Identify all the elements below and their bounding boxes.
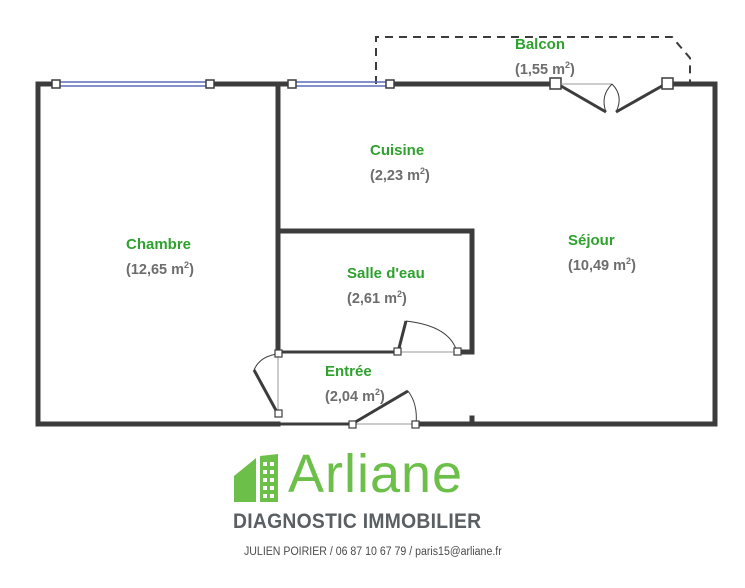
room-name: Entrée xyxy=(325,363,372,380)
room-name: Cuisine xyxy=(370,142,425,159)
brand-name: Arliane xyxy=(288,444,464,504)
bathroom-door xyxy=(393,320,462,356)
floor-plan: Balcon (1,55 m2) Cuisine (2,23 m2) Chamb… xyxy=(35,36,718,429)
balcony-door xyxy=(549,77,674,114)
interior-walls xyxy=(275,81,475,427)
contact-info: JULIEN POIRIER / 06 87 10 67 79 / paris1… xyxy=(244,546,502,558)
room-label-entree: Entrée (2,04 m2) xyxy=(325,363,385,406)
room-name: Salle d'eau xyxy=(347,265,425,282)
bedroom-door xyxy=(252,349,283,418)
room-area: (10,49 m2) xyxy=(568,256,636,274)
room-area: (2,61 m2) xyxy=(347,289,407,307)
brand-logo: Arliane xyxy=(234,444,544,504)
exterior-walls xyxy=(35,81,718,427)
room-area: (2,04 m2) xyxy=(325,387,385,405)
windows xyxy=(56,81,390,87)
brand-tagline: DIAGNOSTIC IMMOBILIER xyxy=(233,510,482,533)
floor-plan-drawing xyxy=(35,36,718,429)
room-area: (1,55 m2) xyxy=(515,60,575,78)
room-name: Chambre xyxy=(126,236,192,253)
room-name: Séjour xyxy=(568,232,615,249)
room-area: (12,65 m2) xyxy=(126,260,194,278)
entrance-door xyxy=(348,389,420,429)
room-label-cuisine: Cuisine (2,23 m2) xyxy=(370,142,430,185)
room-label-salle-eau: Salle d'eau (2,61 m2) xyxy=(347,265,425,308)
room-area: (2,23 m2) xyxy=(370,166,430,184)
room-label-chambre: Chambre (12,65 m2) xyxy=(126,236,194,279)
room-label-sejour: Séjour (10,49 m2) xyxy=(568,232,636,275)
room-name: Balcon xyxy=(515,36,566,53)
room-label-balcon: Balcon (1,55 m2) xyxy=(515,36,575,79)
balcony-outline xyxy=(375,36,691,84)
window-posts xyxy=(51,79,395,89)
house-logo-icon xyxy=(234,454,278,502)
